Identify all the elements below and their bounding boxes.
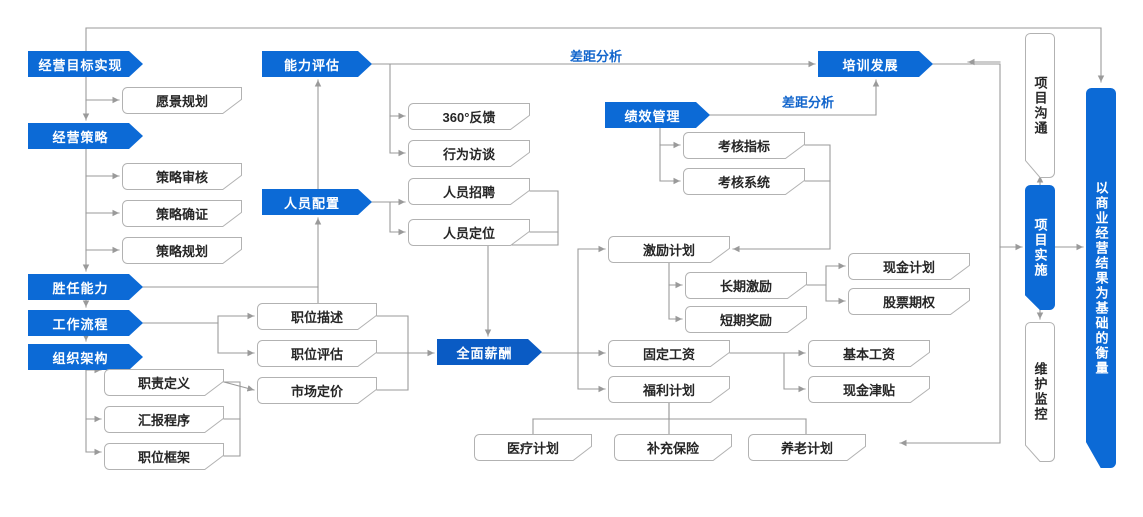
node-n20[interactable]: 现金计划 xyxy=(848,253,970,280)
node-label: 养老计划 xyxy=(780,441,833,456)
vertical-node-label: 以商业经营结果为基础的衡量 xyxy=(1093,180,1109,376)
node-label: 股票期权 xyxy=(882,295,935,310)
vertical-node-v4[interactable]: 以商业经营结果为基础的衡量 xyxy=(1086,88,1116,468)
banner-label: 组织架构 xyxy=(52,350,109,366)
node-label: 愿景规划 xyxy=(155,94,208,109)
node-label: 职位框架 xyxy=(137,450,190,465)
banner-label: 全面薪酬 xyxy=(456,345,513,361)
node-label: 现金津贴 xyxy=(842,383,895,398)
banner-label: 经营目标实现 xyxy=(38,57,123,73)
node-n24[interactable]: 基本工资 xyxy=(808,340,930,367)
node-label: 考核系统 xyxy=(717,175,770,190)
node-label: 市场定价 xyxy=(290,384,343,399)
vertical-node-v3[interactable]: 维护监控 xyxy=(1025,322,1055,462)
node-n25[interactable]: 现金津贴 xyxy=(808,376,930,403)
node-label: 人员招聘 xyxy=(442,185,495,200)
node-n28[interactable]: 养老计划 xyxy=(748,434,866,461)
node-label: 现金计划 xyxy=(882,260,935,275)
node-n2[interactable]: 策略审核 xyxy=(122,163,242,190)
banner-b8[interactable]: 绩效管理 xyxy=(605,102,710,128)
banner-b2[interactable]: 经营策略 xyxy=(28,123,143,149)
node-n15[interactable]: 考核指标 xyxy=(683,132,805,159)
banner-b3[interactable]: 胜任能力 xyxy=(28,274,143,300)
node-label: 职位描述 xyxy=(290,310,343,325)
node-n18[interactable]: 长期激励 xyxy=(685,272,807,299)
banner-label: 人员配置 xyxy=(283,195,340,211)
node-n3[interactable]: 策略确证 xyxy=(122,200,242,227)
node-n17[interactable]: 激励计划 xyxy=(608,236,730,263)
vertical-node-label: 项目沟通 xyxy=(1032,75,1048,136)
banner-b4[interactable]: 工作流程 xyxy=(28,310,143,336)
node-n5[interactable]: 职责定义 xyxy=(104,369,224,396)
banner-b1[interactable]: 经营目标实现 xyxy=(28,51,143,77)
node-label: 福利计划 xyxy=(642,383,695,398)
banner-label: 工作流程 xyxy=(52,316,109,332)
vertical-node-label: 项目实施 xyxy=(1032,217,1048,278)
banner-b10[interactable]: 全面薪酬 xyxy=(437,339,542,365)
node-n11[interactable]: 人员定位 xyxy=(408,219,530,246)
node-label: 策略审核 xyxy=(155,170,208,185)
node-label: 基本工资 xyxy=(842,347,895,362)
node-n19[interactable]: 短期奖励 xyxy=(685,306,807,333)
banner-b6[interactable]: 能力评估 xyxy=(262,51,372,77)
node-n26[interactable]: 医疗计划 xyxy=(474,434,592,461)
node-label: 职位评估 xyxy=(290,347,343,362)
vertical-node-v2[interactable]: 项目实施 xyxy=(1025,185,1055,310)
node-label: 策略确证 xyxy=(155,207,208,222)
node-n4[interactable]: 策略规划 xyxy=(122,237,242,264)
node-n16[interactable]: 考核系统 xyxy=(683,168,805,195)
node-label: 考核指标 xyxy=(717,139,770,154)
banner-label: 培训发展 xyxy=(842,57,899,73)
node-label: 人员定位 xyxy=(442,226,495,241)
vertical-node-v1[interactable]: 项目沟通 xyxy=(1025,33,1055,178)
vertical-node-label: 维护监控 xyxy=(1032,362,1048,422)
node-n8[interactable]: 360°反馈 xyxy=(408,103,530,130)
node-n10[interactable]: 人员招聘 xyxy=(408,178,530,205)
node-label: 行为访谈 xyxy=(442,147,495,162)
node-n9[interactable]: 行为访谈 xyxy=(408,140,530,167)
node-n13[interactable]: 职位评估 xyxy=(257,340,377,367)
node-label: 职责定义 xyxy=(137,376,190,391)
node-n23[interactable]: 福利计划 xyxy=(608,376,730,403)
node-n1[interactable]: 愿景规划 xyxy=(122,87,242,114)
node-n12[interactable]: 职位描述 xyxy=(257,303,377,330)
node-label: 360°反馈 xyxy=(442,110,496,125)
node-label: 激励计划 xyxy=(642,243,695,258)
edge-label-e2: 差距分析 xyxy=(782,95,835,110)
banner-label: 经营策略 xyxy=(52,129,109,145)
banner-b9[interactable]: 培训发展 xyxy=(818,51,933,77)
node-label: 汇报程序 xyxy=(137,413,190,428)
edge-label-e1: 差距分析 xyxy=(570,49,623,64)
node-n14[interactable]: 市场定价 xyxy=(257,377,377,404)
node-n22[interactable]: 固定工资 xyxy=(608,340,730,367)
node-label: 长期激励 xyxy=(719,279,772,294)
node-n6[interactable]: 汇报程序 xyxy=(104,406,224,433)
banner-label: 能力评估 xyxy=(283,57,340,73)
node-label: 医疗计划 xyxy=(506,441,559,456)
banner-label: 胜任能力 xyxy=(52,280,109,296)
node-n27[interactable]: 补充保险 xyxy=(614,434,732,461)
node-n7[interactable]: 职位框架 xyxy=(104,443,224,470)
node-label: 补充保险 xyxy=(646,441,699,456)
banner-b5[interactable]: 组织架构 xyxy=(28,344,143,370)
banner-b7[interactable]: 人员配置 xyxy=(262,189,372,215)
node-label: 固定工资 xyxy=(642,347,695,362)
node-n21[interactable]: 股票期权 xyxy=(848,288,970,315)
banner-label: 绩效管理 xyxy=(624,108,681,124)
node-label: 策略规划 xyxy=(155,244,208,259)
node-label: 短期奖励 xyxy=(719,313,772,328)
